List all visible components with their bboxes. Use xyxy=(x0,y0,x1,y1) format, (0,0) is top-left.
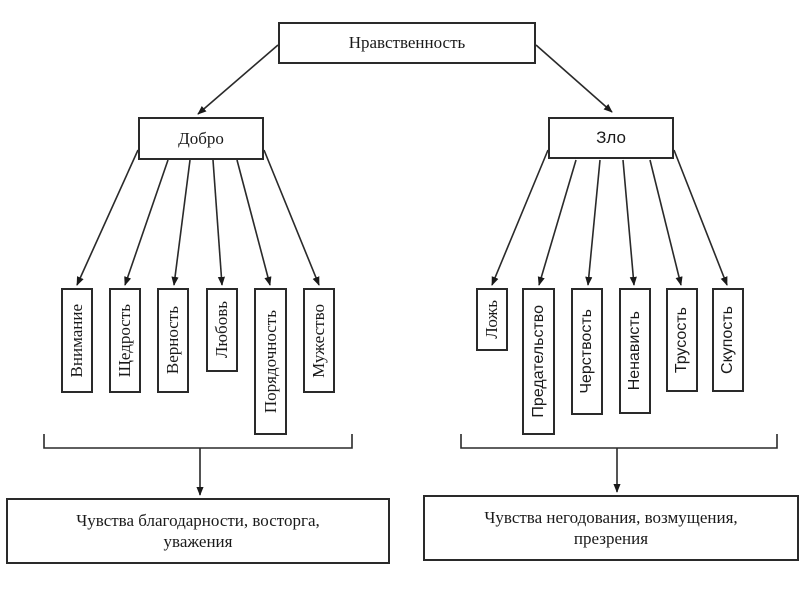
arrow-good-to-quality xyxy=(212,159,226,286)
outcome-line-2: уважения xyxy=(163,532,233,551)
quality-node: Ненависть xyxy=(619,288,651,414)
quality-label: Ненависть xyxy=(626,311,643,391)
bracket-evil xyxy=(460,434,778,449)
root-node: Нравственность xyxy=(278,22,536,64)
quality-label: Черствость xyxy=(578,309,595,394)
arrow-evil-to-quality xyxy=(673,149,728,286)
quality-node: Внимание xyxy=(61,288,93,393)
arrow-good-to-quality xyxy=(263,149,320,286)
quality-node: Любовь xyxy=(206,288,238,372)
quality-label: Трусость xyxy=(673,306,690,374)
arrow-evil-to-quality xyxy=(622,159,637,286)
quality-label: Скупость xyxy=(719,306,736,374)
arrow-good-to-quality xyxy=(124,159,169,286)
arrow-good-to-quality xyxy=(236,159,272,286)
outcome-line-2: презрения xyxy=(573,529,649,548)
quality-node: Порядочность xyxy=(254,288,287,435)
quality-node: Щедрость xyxy=(109,288,141,393)
arrow-good-to-quality xyxy=(171,159,191,286)
outcome-line-1: Чувства негодования, возмущения, xyxy=(484,508,738,527)
quality-label: Щедрость xyxy=(115,303,134,378)
arrow-root-to-evil xyxy=(535,44,613,113)
quality-node: Мужество xyxy=(303,288,335,393)
outcome-line-1: Чувства благодарности, восторга, xyxy=(76,511,320,530)
arrow-evil-to-quality xyxy=(491,149,549,286)
root-label: Нравственность xyxy=(348,33,466,52)
quality-label: Внимание xyxy=(67,303,86,378)
arrow-evil-to-quality xyxy=(537,159,577,286)
quality-label: Верность xyxy=(163,306,182,375)
quality-node: Черствость xyxy=(571,288,603,415)
arrow-evil-to-quality xyxy=(585,159,601,286)
branch-node-evil: Зло xyxy=(548,117,674,159)
arrow-root-to-good xyxy=(197,44,279,115)
quality-node: Ложь xyxy=(476,288,508,351)
branch-node-good: Добро xyxy=(138,117,264,160)
arrow-evil-to-quality xyxy=(649,159,683,286)
quality-label: Предательство xyxy=(529,305,547,418)
quality-node: Трусость xyxy=(666,288,698,392)
bracket-good xyxy=(43,434,353,449)
quality-label: Ложь xyxy=(482,300,501,339)
outcome-node-good: Чувства благодарности, восторга, уважени… xyxy=(6,498,390,564)
outcome-node-evil: Чувства негодования, возмущения, презрен… xyxy=(423,495,799,561)
branch-label: Зло xyxy=(596,128,626,147)
arrow-good-to-quality xyxy=(76,149,139,286)
quality-label: Мужество xyxy=(309,303,328,378)
quality-node: Скупость xyxy=(712,288,744,392)
quality-label: Любовь xyxy=(212,301,231,359)
quality-node: Верность xyxy=(157,288,189,393)
branch-label: Добро xyxy=(178,128,224,148)
quality-label: Порядочность xyxy=(260,309,280,414)
quality-node: Предательство xyxy=(522,288,555,435)
